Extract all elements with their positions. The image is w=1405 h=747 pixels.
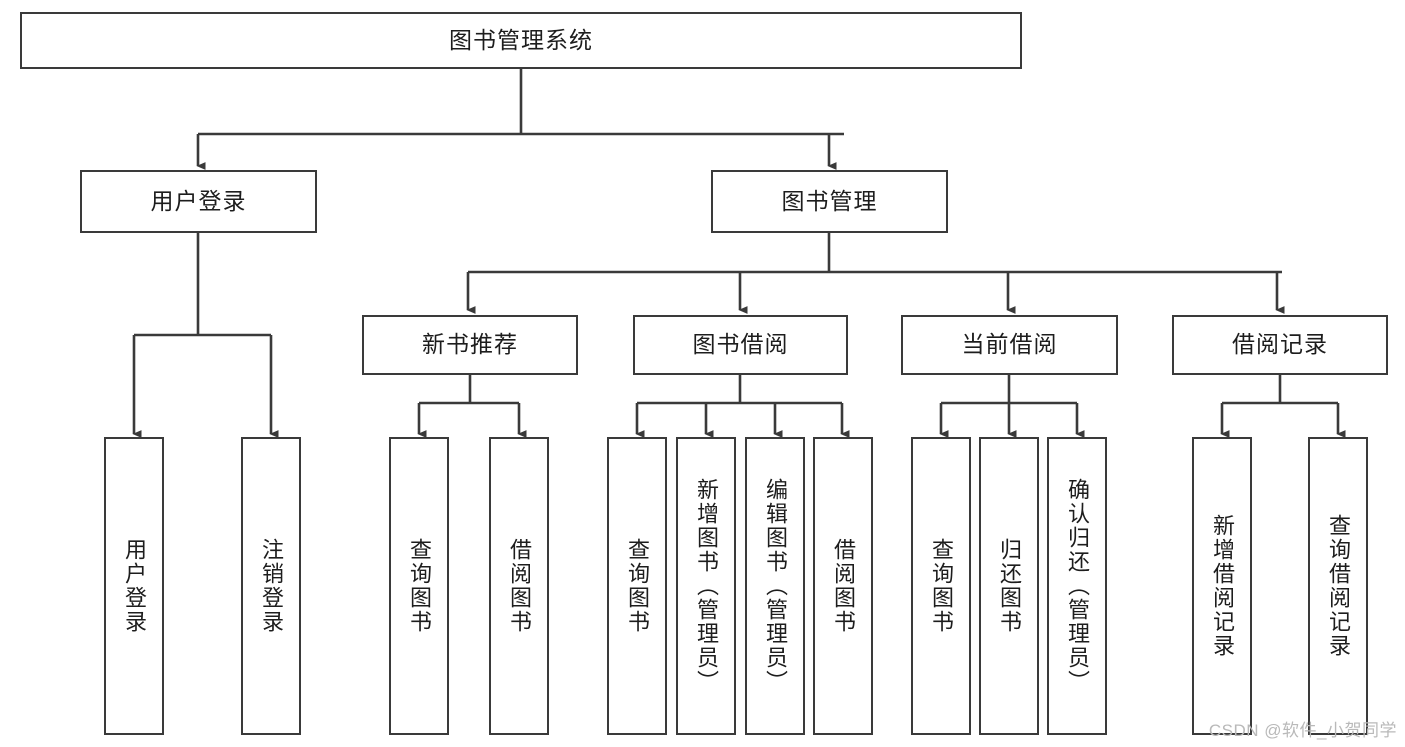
- node-borrow-record[interactable]: 借阅记录: [1172, 315, 1388, 375]
- leaf-query-record[interactable]: 查询借阅记录: [1308, 437, 1368, 735]
- leaf-confirm-return[interactable]: 确认归还（管理员）: [1047, 437, 1107, 735]
- node-new-book-recommend-label: 新书推荐: [422, 331, 518, 358]
- node-book-manage[interactable]: 图书管理: [711, 170, 948, 233]
- leaf-edit-book-label: 编辑图书（管理员）: [762, 478, 788, 694]
- leaf-logout-login-label: 注销登录: [258, 538, 284, 634]
- leaf-query-record-label: 查询借阅记录: [1325, 514, 1351, 658]
- node-borrow-record-label: 借阅记录: [1232, 331, 1328, 358]
- leaf-edit-book[interactable]: 编辑图书（管理员）: [745, 437, 805, 735]
- leaf-borrow-book-2[interactable]: 借阅图书: [813, 437, 873, 735]
- node-new-book-recommend[interactable]: 新书推荐: [362, 315, 578, 375]
- leaf-confirm-return-label: 确认归还（管理员）: [1064, 478, 1090, 694]
- node-current-borrow-label: 当前借阅: [961, 331, 1058, 358]
- leaf-add-book-label: 新增图书（管理员）: [693, 478, 719, 694]
- leaf-add-record-label: 新增借阅记录: [1209, 514, 1235, 658]
- leaf-query-book-1-label: 查询图书: [406, 538, 432, 634]
- leaf-add-book[interactable]: 新增图书（管理员）: [676, 437, 736, 735]
- leaf-query-book-1[interactable]: 查询图书: [389, 437, 449, 735]
- leaf-user-login[interactable]: 用户登录: [104, 437, 164, 735]
- node-book-manage-label: 图书管理: [781, 187, 878, 214]
- leaf-borrow-book-1-label: 借阅图书: [506, 538, 532, 634]
- leaf-logout-login[interactable]: 注销登录: [241, 437, 301, 735]
- node-book-borrow-label: 图书借阅: [692, 331, 789, 358]
- node-user-login[interactable]: 用户登录: [80, 170, 317, 233]
- leaf-add-record[interactable]: 新增借阅记录: [1192, 437, 1252, 735]
- leaf-return-book[interactable]: 归还图书: [979, 437, 1039, 735]
- node-root[interactable]: 图书管理系统: [20, 12, 1022, 69]
- leaf-user-login-label: 用户登录: [121, 538, 147, 634]
- leaf-query-book-2[interactable]: 查询图书: [607, 437, 667, 735]
- node-user-login-label: 用户登录: [150, 187, 247, 214]
- leaf-borrow-book-1[interactable]: 借阅图书: [489, 437, 549, 735]
- leaf-query-book-3-label: 查询图书: [928, 538, 954, 634]
- leaf-query-book-2-label: 查询图书: [624, 538, 650, 634]
- node-book-borrow[interactable]: 图书借阅: [633, 315, 848, 375]
- leaf-return-book-label: 归还图书: [996, 538, 1022, 634]
- node-root-label: 图书管理系统: [449, 26, 593, 53]
- node-current-borrow[interactable]: 当前借阅: [901, 315, 1118, 375]
- leaf-borrow-book-2-label: 借阅图书: [830, 538, 856, 634]
- leaf-query-book-3[interactable]: 查询图书: [911, 437, 971, 735]
